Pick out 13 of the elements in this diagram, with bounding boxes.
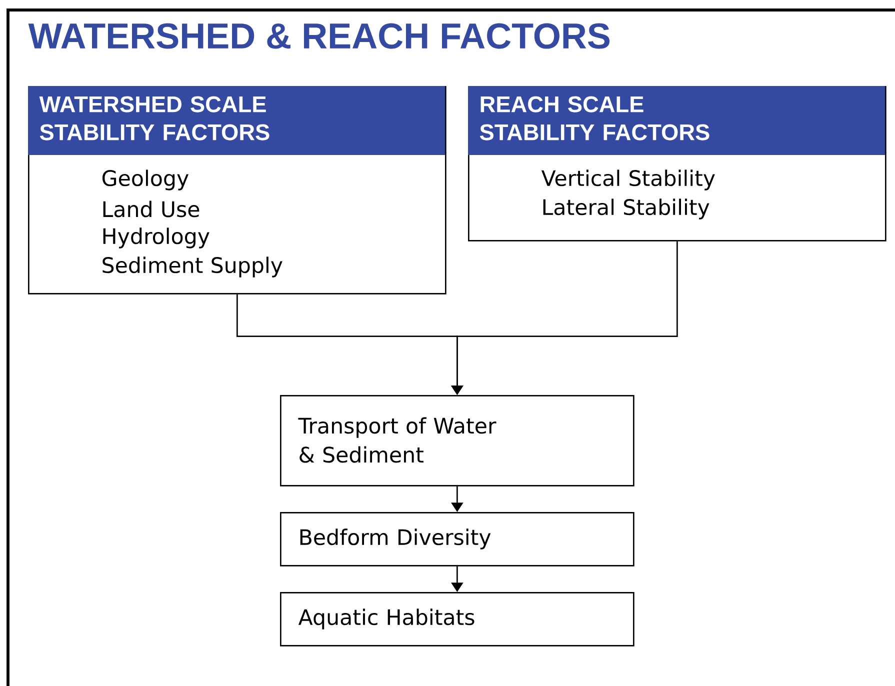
- box-text: Land Use: [103, 200, 200, 218]
- box-text: Vertical Stability: [541, 170, 715, 190]
- box-text: Bedform Diversity: [300, 528, 491, 550]
- box-text: Transport of Water & Sediment: [298, 417, 496, 463]
- process-box: [280, 512, 634, 566]
- box-text: Hydrology: [103, 228, 210, 248]
- title: WATERSHED & REACH FACTORS: [28, 23, 610, 49]
- process-box: [280, 395, 634, 486]
- box-text: Geology: [102, 170, 188, 190]
- box-text: Aquatic Habitats: [298, 608, 474, 630]
- box-text: Lateral Stability: [543, 198, 710, 220]
- process-box: [280, 592, 634, 646]
- box-text: Sediment Supply: [102, 256, 282, 278]
